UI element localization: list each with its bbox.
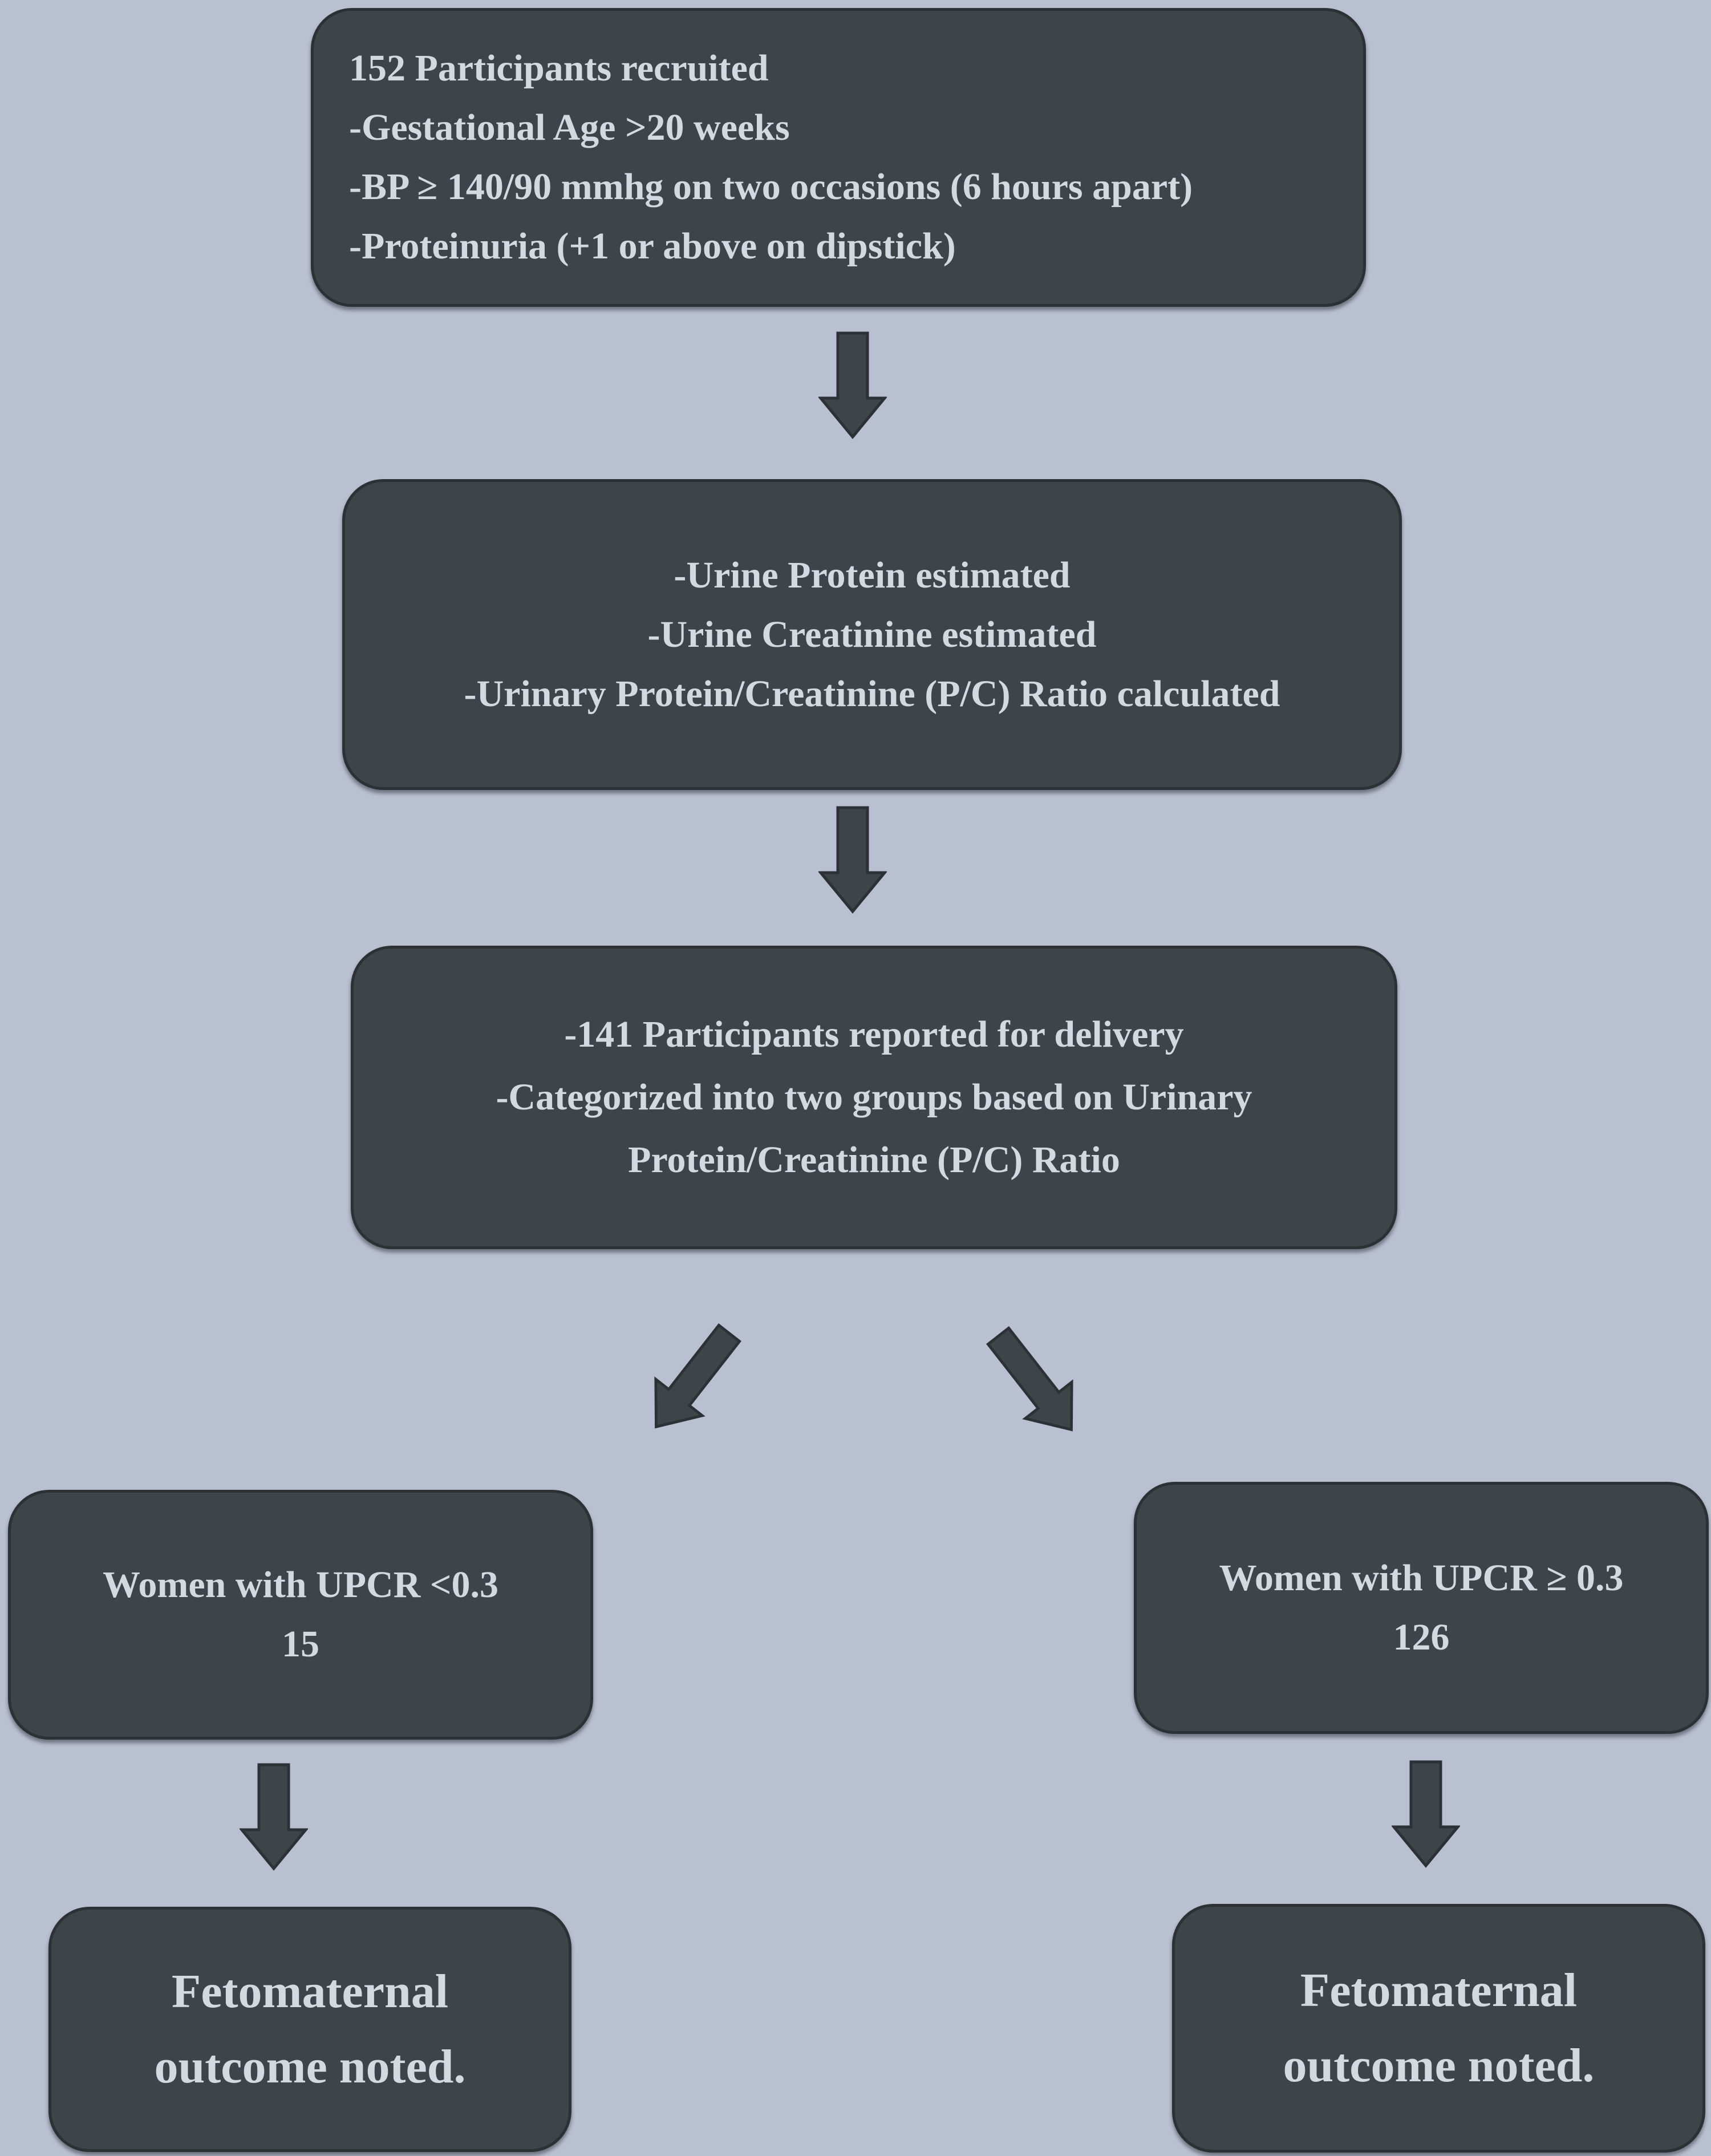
- box-text-line: -141 Participants reported for delivery: [564, 1014, 1184, 1055]
- box-text-line: Women with UPCR ≥ 0.3: [1219, 1557, 1624, 1599]
- box-text-line: -Categorized into two groups based on Ur…: [496, 1076, 1252, 1118]
- box-text-line: outcome noted.: [1283, 2039, 1595, 2092]
- arrow-down-right-icon: [970, 1312, 1100, 1453]
- box-outcome-left: Fetomaternal outcome noted.: [48, 1907, 571, 2152]
- box-text-line: outcome noted.: [154, 2040, 466, 2093]
- box-text-line: -Urine Creatinine estimated: [647, 613, 1097, 655]
- box-text-line: -Urinary Protein/Creatinine (P/C) Ratio …: [464, 672, 1280, 715]
- group-count: 126: [1393, 1616, 1450, 1658]
- box-text-line: -BP ≥ 140/90 mmhg on two occasions (6 ho…: [349, 166, 1193, 208]
- arrow-down-icon: [240, 1762, 308, 1871]
- arrow-down-icon: [1392, 1760, 1460, 1868]
- arrow-down-icon: [818, 331, 887, 439]
- box-text-line: 152 Participants recruited: [349, 47, 769, 89]
- box-text-line: -Gestational Age >20 weeks: [349, 107, 790, 148]
- group-count: 15: [282, 1623, 319, 1665]
- box-text-line: -Urine Protein estimated: [674, 554, 1071, 596]
- box-text-line: Protein/Creatinine (P/C) Ratio: [628, 1139, 1120, 1181]
- box-outcome-right: Fetomaternal outcome noted.: [1172, 1904, 1705, 2153]
- box-reported-for-delivery: -141 Participants reported for delivery …: [351, 946, 1397, 1249]
- box-text-line: Fetomaternal: [1300, 1964, 1578, 2017]
- box-participants-recruited: 152 Participants recruited -Gestational …: [311, 8, 1366, 307]
- box-text-line: Fetomaternal: [171, 1965, 449, 2018]
- box-upcr-below-threshold: Women with UPCR <0.3 15: [8, 1490, 593, 1740]
- arrow-down-icon: [818, 805, 887, 914]
- arrow-down-left-icon: [627, 1309, 758, 1450]
- box-urine-estimation: -Urine Protein estimated -Urine Creatini…: [342, 479, 1402, 790]
- box-text-line: -Proteinuria (+1 or above on dipstick): [349, 225, 956, 267]
- box-upcr-above-threshold: Women with UPCR ≥ 0.3 126: [1134, 1482, 1709, 1734]
- box-text-line: Women with UPCR <0.3: [103, 1564, 498, 1606]
